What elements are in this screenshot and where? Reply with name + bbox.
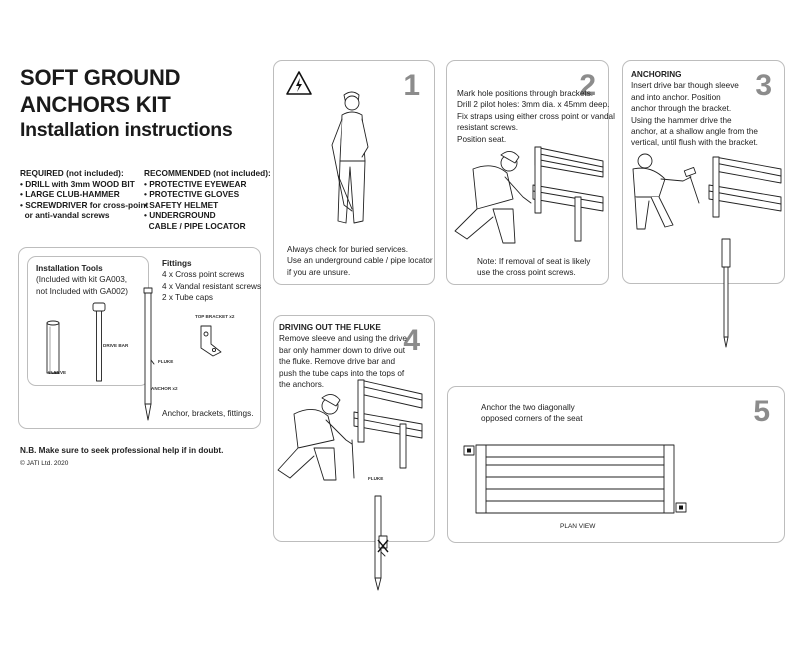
- fluke-label: FLUKE: [158, 359, 174, 364]
- required-heading: REQUIRED (not included):: [20, 168, 124, 178]
- required-item: • DRILL with 3mm WOOD BIT: [20, 178, 135, 189]
- kneeling-person-fixing-bench-illustration: [454, 146, 604, 244]
- anchor-label: ANCHOR x2: [151, 386, 178, 391]
- step-4-card: 4 DRIVING OUT THE FLUKE Remove sleeve an…: [273, 315, 435, 591]
- step-5-card: 5 Anchor the two diagonally opposed corn…: [447, 386, 785, 543]
- step-number: 1: [403, 69, 420, 102]
- step-5-text: Anchor the two diagonally: [481, 403, 575, 412]
- drive-bar-illustration: [92, 302, 106, 382]
- nb-note: N.B. Make sure to seek professional help…: [20, 446, 224, 455]
- top-bracket-label: TOP BRACKET x2: [195, 314, 235, 319]
- recommended-item: • SAFETY HELMET: [144, 199, 219, 210]
- recommended-item: • PROTECTIVE GLOVES: [144, 189, 240, 200]
- step-4-text: Remove sleeve and using the drive: [279, 334, 407, 344]
- kit-contents-card: Installation Tools (Included with kit GA…: [18, 247, 261, 429]
- step-1-text: Use an underground cable / pipe locator: [287, 256, 433, 266]
- tools-note: (Included with kit GA003,: [36, 275, 128, 285]
- installation-tools-box: Installation Tools (Included with kit GA…: [27, 256, 149, 386]
- step-number: 2: [579, 69, 596, 102]
- top-bracket-illustration: [200, 325, 222, 357]
- tools-note: not Included with GA002): [36, 286, 128, 296]
- title-block: SOFT GROUND ANCHORS KIT Installation ins…: [20, 64, 233, 142]
- required-item: or anti-vandal screws: [20, 210, 110, 221]
- step-2-text: resistant screws.: [457, 123, 518, 133]
- title-line-3: Installation instructions: [20, 119, 233, 141]
- step-number: 5: [753, 395, 770, 428]
- anchor-illustration: [143, 287, 155, 421]
- step-2-note: use the cross point screws.: [477, 268, 576, 278]
- step-3-text: Using the hammer drive the: [631, 115, 732, 125]
- recommended-item: • UNDERGROUND: [144, 210, 216, 221]
- step-4-text: the fluke. Remove drive bar and: [279, 357, 396, 367]
- fittings-item: 2 x Tube caps: [162, 293, 213, 303]
- recommended-item: • PROTECTIVE EYEWEAR: [144, 178, 247, 189]
- recommended-heading: RECOMMENDED (not included):: [144, 168, 271, 178]
- step-2-text: Fix straps using either cross point or v…: [457, 111, 615, 121]
- step-4-text: the anchors.: [279, 380, 325, 390]
- step-2-text: Position seat.: [457, 134, 507, 144]
- step-4-heading: DRIVING OUT THE FLUKE: [279, 323, 381, 332]
- step-3-text: and into anchor. Position: [631, 92, 721, 102]
- title-line-2: ANCHORS KIT: [20, 92, 171, 117]
- step-number: 4: [403, 324, 420, 357]
- fittings-item: 4 x Vandal resistant screws: [162, 281, 262, 291]
- step-5-text: opposed corners of the seat: [481, 414, 583, 424]
- step-2-note: Note: If removal of seat is likely: [477, 257, 591, 266]
- bench-plan-view-illustration: [463, 444, 687, 514]
- person-with-cable-locator-illustration: [331, 91, 369, 224]
- recommended-item: CABLE / PIPE LOCATOR: [144, 220, 246, 231]
- drive-bar-label: DRIVE BAR: [103, 343, 129, 348]
- step-1-text: if you are unsure.: [287, 267, 351, 277]
- step-2-text: Drill 2 pilot holes: 3mm dia. x 45mm dee…: [457, 100, 610, 110]
- step-3-heading: ANCHORING: [631, 70, 682, 79]
- step-3-text: anchor through the bracket.: [631, 104, 732, 114]
- required-item: • LARGE CLUB-HAMMER: [20, 189, 120, 200]
- high-voltage-warning-icon: [286, 71, 312, 95]
- anchor-with-sleeve-illustration: [721, 238, 731, 348]
- step-4-text: push the tube caps into the tops of: [279, 368, 405, 378]
- step-2-card: 2 Mark hole positions through brackets. …: [446, 60, 615, 285]
- sleeve-illustration: [46, 320, 60, 374]
- step-1-text: Always check for buried services.: [287, 245, 409, 254]
- plan-view-caption: PLAN VIEW: [560, 523, 596, 530]
- step-number: 3: [755, 69, 772, 102]
- person-hammering-anchor-illustration: [632, 153, 782, 230]
- step-3-text: vertical, until flush with the bracket.: [631, 138, 758, 148]
- person-driving-out-fluke-illustration: [277, 379, 423, 481]
- step-3-card: 3 ANCHORING Insert drive bar though slee…: [622, 60, 785, 348]
- fittings-heading: Fittings: [162, 259, 192, 268]
- step-3-text: anchor, at a shallow angle from the: [631, 127, 758, 137]
- title-line-1: SOFT GROUND: [20, 65, 181, 90]
- step-4-fluke-label: FLUKE: [368, 476, 384, 481]
- tube-cap-crossed-icon: [377, 535, 389, 553]
- step-3-text: Insert drive bar though sleeve: [631, 81, 739, 91]
- required-item: • SCREWDRIVER for cross-point: [20, 199, 149, 210]
- fittings-item: 4 x Cross point screws: [162, 270, 245, 280]
- step-4-text: bar only hammer down to drive out: [279, 345, 406, 355]
- step-1-card: 1 Always check for buried services. Use …: [273, 60, 435, 285]
- required-list: REQUIRED (not included): • DRILL with 3m…: [20, 168, 148, 221]
- copyright: © JATI Ltd. 2020: [20, 460, 69, 467]
- sleeve-label: SLEEVE: [48, 370, 67, 375]
- tools-heading: Installation Tools: [36, 264, 103, 273]
- recommended-list: RECOMMENDED (not included): • PROTECTIVE…: [144, 168, 271, 232]
- kit-caption: Anchor, brackets, fittings.: [162, 409, 254, 418]
- step-2-text: Mark hole positions through brackets.: [457, 89, 594, 98]
